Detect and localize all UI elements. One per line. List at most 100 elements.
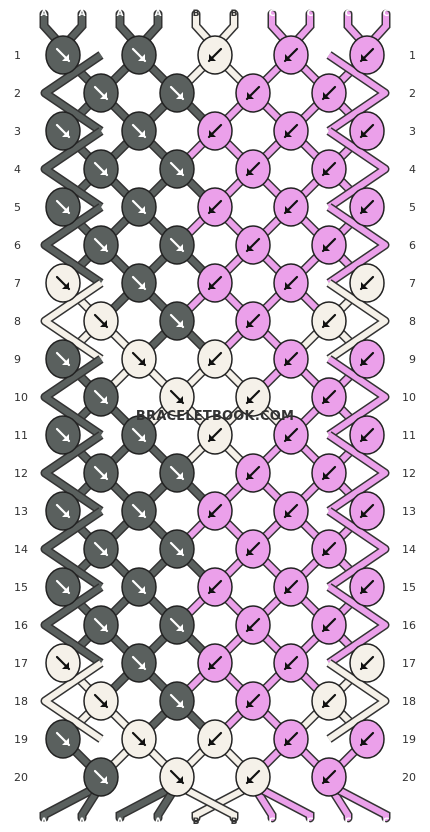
arrowhead-icon (323, 168, 330, 175)
strand-label-top: A (79, 9, 86, 19)
row-label-right: 1 (409, 49, 416, 62)
row-label-left: 7 (14, 277, 21, 290)
row-label-right: 5 (409, 201, 416, 214)
knot (235, 225, 271, 265)
row-label-right: 13 (402, 505, 416, 518)
strand-label-top: C (269, 9, 276, 19)
knot (273, 35, 309, 75)
row-label-right: 9 (409, 353, 416, 366)
knot (311, 377, 347, 417)
arrowhead-icon (62, 510, 69, 517)
arrowhead-icon (138, 282, 145, 289)
knot (45, 263, 81, 303)
arrowhead-icon (100, 396, 107, 403)
strand-label-bottom: B (193, 817, 200, 827)
strand-label-bottom: B (231, 817, 238, 827)
row-label-left: 14 (14, 543, 28, 556)
strand-tail-bottom (250, 782, 313, 821)
knot (235, 605, 271, 645)
edge-strand (327, 660, 388, 742)
arrowhead-icon (247, 244, 254, 251)
knot (121, 415, 157, 455)
knot (197, 339, 233, 379)
arrowhead-icon (176, 168, 183, 175)
knot (83, 73, 119, 113)
arrowhead-icon (361, 510, 368, 517)
strand-label-bottom: A (155, 817, 162, 827)
knot (45, 643, 81, 683)
edge-strand (42, 584, 103, 666)
arrowhead-icon (285, 738, 292, 745)
knot (273, 111, 309, 151)
arrowhead-icon (138, 130, 145, 137)
row-label-left: 9 (14, 353, 21, 366)
knot (83, 605, 119, 645)
knot (83, 757, 119, 797)
strand-tail-bottom (117, 782, 180, 821)
strand-label-bottom: A (117, 817, 124, 827)
arrowhead-icon (138, 510, 145, 517)
edge-strand (42, 660, 103, 742)
arrowhead-icon (285, 662, 292, 669)
strand-label-bottom: C (345, 817, 352, 827)
knot (349, 35, 385, 75)
arrowhead-icon (100, 624, 107, 631)
strand-label-bottom: C (383, 817, 390, 827)
arrowhead-icon (247, 624, 254, 631)
row-label-left: 10 (14, 391, 28, 404)
edge-strand (327, 356, 388, 438)
row-label-left: 15 (14, 581, 28, 594)
knot (159, 757, 195, 797)
knot (197, 263, 233, 303)
knot (235, 149, 271, 189)
knot (273, 187, 309, 227)
knot (311, 529, 347, 569)
knot (159, 377, 195, 417)
arrowhead-icon (100, 472, 107, 479)
arrowhead-icon (138, 662, 145, 669)
row-label-right: 17 (402, 657, 416, 670)
arrowhead-icon (361, 738, 368, 745)
row-label-left: 6 (14, 239, 21, 252)
row-label-right: 15 (402, 581, 416, 594)
knot (121, 187, 157, 227)
knot (159, 605, 195, 645)
knot (273, 719, 309, 759)
knot (273, 491, 309, 531)
edge-strand (327, 280, 388, 362)
knot (349, 643, 385, 683)
strand-label-top: B (231, 9, 238, 19)
arrowhead-icon (209, 662, 216, 669)
arrowhead-icon (62, 662, 69, 669)
row-label-right: 10 (402, 391, 416, 404)
arrowhead-icon (247, 548, 254, 555)
knot (235, 529, 271, 569)
arrowhead-icon (361, 662, 368, 669)
knot (197, 491, 233, 531)
arrowhead-icon (209, 54, 216, 61)
strand-label-bottom: A (41, 817, 48, 827)
knot (121, 35, 157, 75)
knot (273, 567, 309, 607)
arrowhead-icon (209, 738, 216, 745)
edge-strand (327, 508, 388, 590)
row-label-right: 2 (409, 87, 416, 100)
knot (45, 719, 81, 759)
knot (311, 453, 347, 493)
arrowhead-icon (100, 548, 107, 555)
row-label-right: 14 (402, 543, 416, 556)
watermark: BRACELETBOOK.COM (136, 409, 294, 424)
strand-label-top: C (345, 9, 352, 19)
arrowhead-icon (361, 130, 368, 137)
row-label-left: 1 (14, 49, 21, 62)
strand-label-top: A (155, 9, 162, 19)
edge-strand (42, 128, 103, 210)
knot (121, 567, 157, 607)
knot (45, 567, 81, 607)
arrowhead-icon (138, 206, 145, 213)
arrowhead-icon (176, 700, 183, 707)
knot (121, 491, 157, 531)
arrowhead-icon (361, 54, 368, 61)
